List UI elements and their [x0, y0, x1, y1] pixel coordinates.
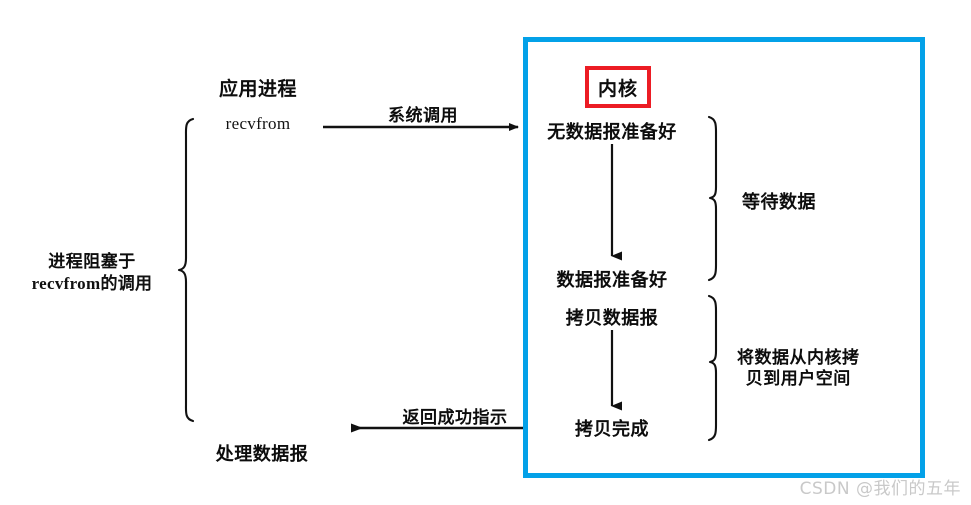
process-result-label: 处理数据报 — [215, 444, 309, 465]
process-blocked-note-line1: 进程阻塞于 — [48, 252, 136, 272]
kernel-step-copy-datagram: 拷贝数据报 — [565, 308, 659, 329]
process-blocked-brace — [177, 117, 195, 423]
phase-wait-label: 等待数据 — [742, 192, 816, 213]
process-blocked-note: 进程阻塞于 recvfrom的调用 — [32, 252, 153, 295]
phase-copy-label: 将数据从内核拷 贝到用户空间 — [737, 348, 860, 391]
recvfrom-call-label: recvfrom — [225, 114, 291, 133]
csdn-watermark: CSDN @我们的五年 — [799, 479, 961, 499]
kernel-step-data-ready: 数据报准备好 — [556, 270, 668, 291]
kernel-title: 内核 — [597, 77, 638, 100]
syscall-arrow-label: 系统调用 — [388, 106, 458, 126]
kernel-title-highlight: 内核 — [585, 66, 651, 108]
return-arrow-label: 返回成功指示 — [402, 408, 508, 428]
phase-wait-brace — [707, 115, 718, 282]
kernel-step-no-data-ready: 无数据报准备好 — [547, 122, 677, 143]
application-process-heading: 应用进程 — [218, 78, 298, 100]
process-blocked-note-line2: recvfrom的调用 — [31, 274, 153, 294]
kernel-step-copy-complete: 拷贝完成 — [575, 419, 649, 440]
kernel-boundary-box — [523, 37, 925, 478]
phase-copy-label-line2: 贝到用户空间 — [745, 369, 851, 390]
phase-copy-label-line1: 将数据从内核拷 — [737, 348, 860, 368]
phase-copy-brace — [707, 294, 718, 442]
